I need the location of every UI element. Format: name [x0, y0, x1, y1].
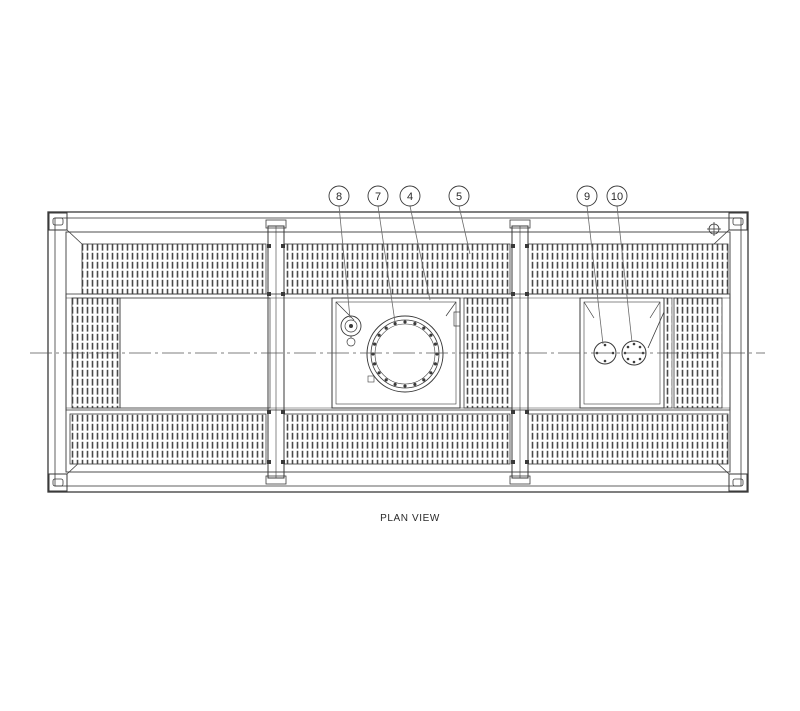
grating-top-right: [527, 243, 729, 295]
manhole-cover: [366, 315, 444, 393]
grating-bottom-middle: [283, 413, 511, 465]
item-balloon-10[interactable]: 10: [606, 185, 628, 207]
grating-bottom-right: [527, 413, 729, 465]
balloon-label-8: 8: [336, 191, 342, 203]
manhole-bolt: [377, 371, 381, 375]
relief-valve: [340, 315, 362, 347]
manhole-bolt: [403, 384, 407, 388]
cross-beam-right: [509, 219, 531, 485]
manhole-bolt: [403, 320, 407, 324]
grating-top-left: [81, 243, 267, 295]
corner-casting-top-left: [48, 212, 83, 245]
manhole-bolt: [422, 378, 426, 382]
leader-lines: [338, 205, 633, 345]
corner-casting-top-right: [713, 212, 748, 245]
manhole-bolt: [433, 342, 438, 346]
corner-casting-bottom-right: [713, 459, 748, 492]
manhole-bolt: [413, 382, 417, 387]
balloon-label-10: 10: [611, 191, 623, 203]
manhole-bolt: [384, 326, 388, 330]
item-balloon-7[interactable]: 7: [367, 185, 389, 207]
manhole-bolt: [429, 371, 433, 375]
item-balloon-8[interactable]: 8: [328, 185, 350, 207]
corner-castings: [48, 212, 748, 492]
grating-bottom-left: [69, 413, 267, 465]
manhole-bolt: [372, 342, 377, 346]
walkway-frame: [65, 293, 731, 411]
balloon-label-4: 4: [407, 191, 413, 203]
manhole-bolt: [384, 378, 388, 382]
manhole-bolt: [413, 321, 417, 326]
manhole-bolt: [433, 362, 438, 366]
cross-beam-left: [265, 219, 287, 485]
walkway-gratings: [69, 243, 729, 465]
manhole-bolt: [393, 382, 397, 387]
view-title: PLAN VIEW: [380, 513, 440, 524]
balloon-label-7: 7: [375, 191, 381, 203]
item-balloon-4[interactable]: 4: [399, 185, 421, 207]
manhole-bolt: [422, 326, 426, 330]
item-balloon-9[interactable]: 9: [576, 185, 598, 207]
manhole-bolt: [372, 362, 377, 366]
earth-symbol: [707, 222, 721, 236]
balloon-label-9: 9: [584, 191, 590, 203]
balloon-label-5: 5: [456, 191, 462, 203]
item-balloon-5[interactable]: 5: [448, 185, 470, 207]
cross-beams: [265, 219, 531, 485]
grating-top-middle: [283, 243, 511, 295]
manhole-bolt: [429, 333, 433, 337]
manhole-bolt: [377, 333, 381, 337]
manhole-bolt: [393, 321, 397, 326]
